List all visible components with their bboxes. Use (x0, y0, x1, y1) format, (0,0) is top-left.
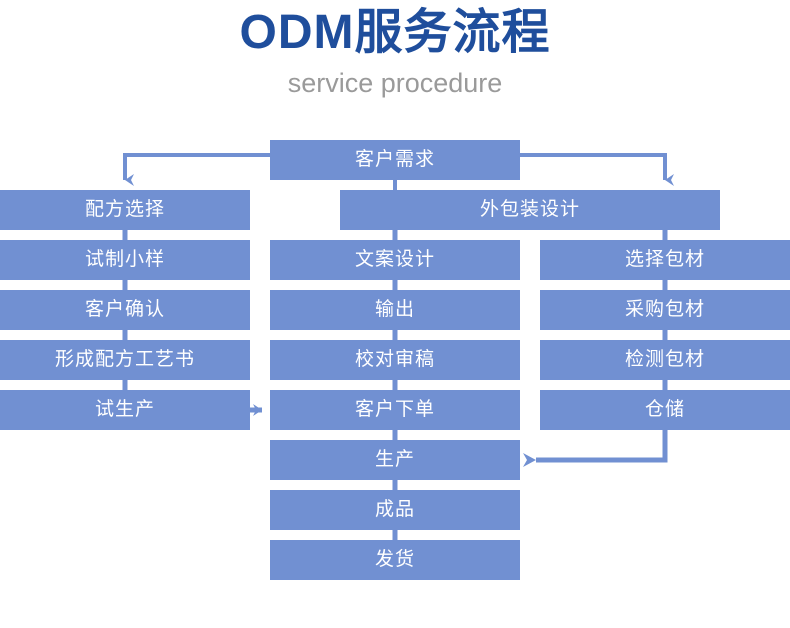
node-formula-selection[interactable]: 配方选择 (0, 190, 250, 230)
node-customer-order[interactable]: 客户下单 (270, 390, 520, 430)
node-customer-demand[interactable]: 客户需求 (270, 140, 520, 180)
node-production[interactable]: 生产 (270, 440, 520, 480)
node-formula-process-document[interactable]: 形成配方工艺书 (0, 340, 250, 380)
node-inspect-packaging-material[interactable]: 检测包材 (540, 340, 790, 380)
node-trial-sample[interactable]: 试制小样 (0, 240, 250, 280)
page-header: ODM服务流程 service procedure (0, 0, 790, 100)
node-shipment[interactable]: 发货 (270, 540, 520, 580)
connector-root-to-right (520, 153, 674, 186)
node-select-packaging-material[interactable]: 选择包材 (540, 240, 790, 280)
node-copywriting-design[interactable]: 文案设计 (270, 240, 520, 280)
node-trial-production[interactable]: 试生产 (0, 390, 250, 430)
node-package-design[interactable]: 外包装设计 (340, 190, 720, 230)
connector-warehouse-to-production (523, 429, 668, 467)
connector-root-to-left (123, 153, 270, 186)
page-subtitle: service procedure (287, 68, 503, 98)
node-output[interactable]: 输出 (270, 290, 520, 330)
node-purchase-packaging-material[interactable]: 采购包材 (540, 290, 790, 330)
node-proofreading[interactable]: 校对审稿 (270, 340, 520, 380)
node-finished-product[interactable]: 成品 (270, 490, 520, 530)
node-warehousing[interactable]: 仓储 (540, 390, 790, 430)
page-title: ODM服务流程 (239, 6, 551, 59)
node-customer-confirmation[interactable]: 客户确认 (0, 290, 250, 330)
